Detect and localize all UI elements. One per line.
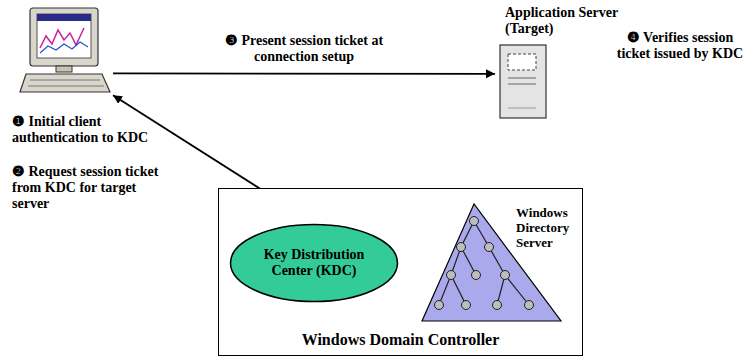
tree-dot [457, 243, 466, 252]
kdc-ellipse: Key Distribution Center (KDC) [229, 223, 399, 303]
application-server: Application Server (Target) [495, 3, 645, 121]
tree-dot [472, 271, 481, 280]
tree-dot [470, 217, 479, 226]
client-computer [18, 5, 113, 100]
tree-dot [501, 271, 510, 280]
node-label: Application Server (Target) [505, 5, 645, 37]
tree-dot [447, 271, 456, 280]
edge-label: ❸ Present session ticket at connection s… [204, 33, 404, 65]
tree-dot [525, 301, 534, 310]
tree-link [505, 275, 529, 305]
node-label: Windows Directory Server [516, 206, 582, 251]
domain-controller-box: Windows Domain Controller Key Distributio… [218, 188, 583, 356]
computer-icon [20, 8, 110, 92]
server-icon [500, 45, 546, 118]
node-label: Key Distribution Center (KDC) [249, 247, 379, 279]
tree-dot [485, 243, 494, 252]
tree-dot [435, 301, 444, 310]
node-label: Windows Domain Controller [219, 331, 582, 349]
arrow-connector [113, 73, 495, 75]
ellipse-shape [231, 225, 398, 302]
directory-triangle: Windows Directory Server [421, 201, 581, 326]
step-note: ❹ Verifies session ticket issued by KDC [615, 30, 745, 62]
tree-dot [462, 301, 471, 310]
step-note: ❶ Initial client authentication to KDC [12, 114, 167, 146]
tree-dot [493, 301, 502, 310]
tree-link [451, 275, 466, 305]
step-note: ❷ Request session ticket from KDC for ta… [12, 164, 162, 212]
